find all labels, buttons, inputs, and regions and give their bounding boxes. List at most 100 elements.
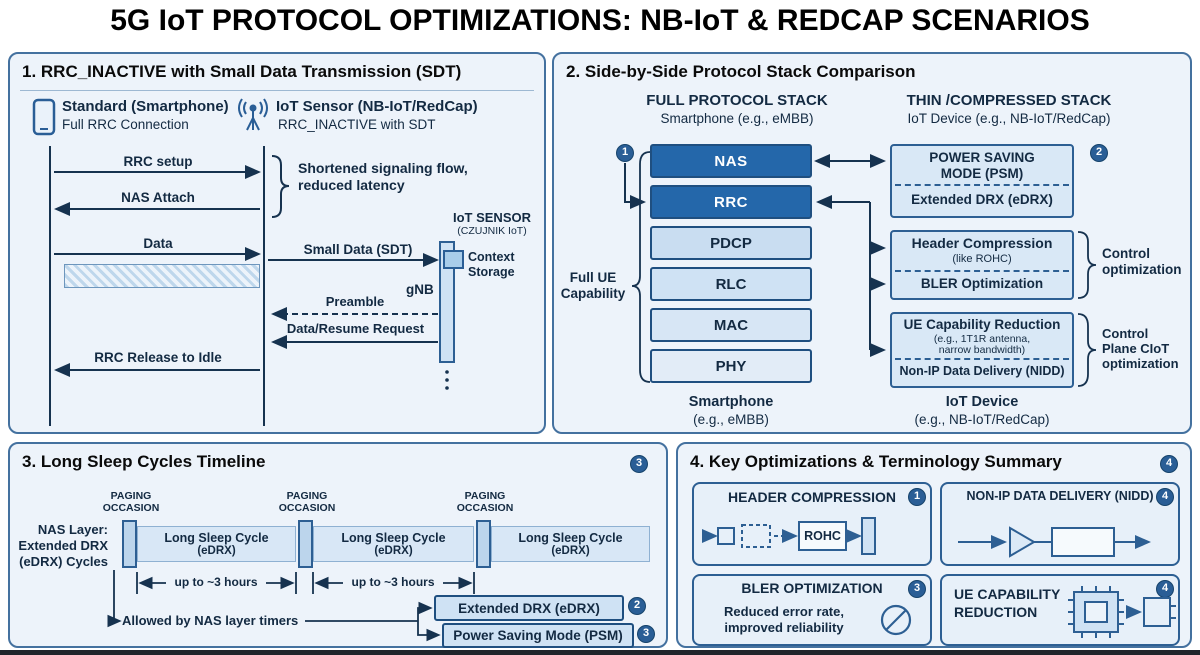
group-divider [895,184,1069,186]
left-actor-subtitle: Full RRC Connection [62,117,189,132]
sleep-cycle-line2: (eDRX) [374,545,413,557]
sleep-cycle-line1: Long Sleep Cycle [518,531,623,545]
nidd-card: NON-IP DATA DELIVERY (NIDD) 4 [940,482,1180,566]
header-bler-group: Header Compression (like ROHC) BLER Opti… [890,230,1074,300]
sleep-cycle-line1: Long Sleep Cycle [164,531,269,545]
nas-layer-line2: Extended DRX [18,538,108,553]
nas-layer-line3: (eDRX) Cycles [19,554,108,569]
ciot-line1: Control [1102,326,1149,341]
right-actor-title: IoT Sensor (NB-IoT/RedCap) [276,98,478,115]
annotation-line2: reduced latency [298,177,405,193]
panel-sdt-sequence: 1. RRC_INACTIVE with Small Data Transmis… [8,52,546,434]
iot-sensor-label: IoT SENSOR [452,210,531,225]
thin-stack-subheader: IoT Device (e.g., NB-IoT/RedCap) [907,111,1111,126]
badge-1: 1 [616,144,634,162]
stack-connectors-layer [624,151,1097,387]
full-ue-capability-line1: Full UE [569,270,617,285]
psm-edrx-group: POWER SAVING MODE (PSM) Extended DRX (eD… [890,144,1074,218]
page-title: 5G IoT PROTOCOL OPTIMIZATIONS: NB-IoT & … [110,4,1090,37]
panel3-title: 3. Long Sleep Cycles Timeline [22,452,266,471]
stack-layer-rlc: RLC [650,267,812,301]
bler-line1: Reduced error rate, [724,604,844,619]
bler-card: BLER OPTIMIZATION 3 Reduced error rate, … [692,574,932,646]
paging-occasion-label: OCCASION [456,502,514,514]
header-compression-title: HEADER COMPRESSION [727,489,897,505]
header-compression-line2: (like ROHC) [952,253,1012,265]
rohc-label: ROHC [804,529,841,543]
panel4-title: 4. Key Optimizations & Terminology Summa… [690,452,1062,471]
ue-cap-title-line2: REDUCTION [954,604,1038,620]
control-opt-line2: optimization [1102,262,1182,277]
badge-3: 3 [630,455,648,473]
stack-layer-pdcp: PDCP [650,226,812,260]
bottom-smartphone-title: Smartphone [688,394,774,410]
panel-stack-comparison: 2. Side-by-Side Protocol Stack Compariso… [552,52,1192,434]
paging-occasion-marker [298,520,313,568]
panel2-title: 2. Side-by-Side Protocol Stack Compariso… [566,62,916,81]
panel-sleep-timeline: 3. Long Sleep Cycles Timeline 3 N [8,442,668,648]
paging-occasion-label: PAGING [110,490,152,502]
badge-1-card: 1 [908,488,926,506]
rohc-diagram [702,517,876,555]
sleep-cycle-box: Long Sleep Cycle (eDRX) [491,526,650,562]
full-ue-capability-line2: Capability [560,286,626,301]
paging-occasion-label: PAGING [286,490,328,502]
nidd-title: NON-IP DATA DELIVERY (NIDD) [966,489,1154,503]
uecap-nidd-group: UE Capability Reduction (e.g., 1T1R ante… [890,312,1074,388]
badge-3-card: 3 [908,580,926,598]
paging-occasion-marker [476,520,491,568]
full-stack-header: FULL PROTOCOL STACK [646,92,828,109]
msg-rrc-release: RRC Release to Idle [94,350,222,365]
stack-layer-rrc: RRC [650,185,812,219]
psm-summary-box: Power Saving Mode (PSM) [442,623,634,648]
paging-occasion-label: OCCASION [278,502,336,514]
ciot-line2: Plane CIoT [1102,341,1170,356]
resume-request-label: Data/Resume Request [286,321,425,336]
panel1-title-divider [20,90,534,91]
ue-cap-line1: UE Capability Reduction [903,317,1061,332]
preamble-label: Preamble [325,294,385,309]
small-data-label: Small Data (SDT) [303,242,413,257]
nidd-diagram [958,526,1151,558]
paging-occasion-marker [122,520,137,568]
bler-title: BLER OPTIMIZATION [741,580,883,596]
stack-layer-nas: NAS [650,144,812,178]
group-divider [895,358,1069,360]
sleep-cycle-box: Long Sleep Cycle (eDRX) [313,526,474,562]
bottom-iot-sub: (e.g., NB-IoT/RedCap) [914,412,1050,427]
sleep-cycle-box: Long Sleep Cycle (eDRX) [137,526,296,562]
msg-data: Data [143,236,173,251]
bler-line2: improved reliability [724,620,844,635]
header-compression-card: HEADER COMPRESSION 1 [692,482,932,566]
control-opt-line1: Control [1102,246,1150,261]
left-actor-title: Standard (Smartphone) [62,98,229,115]
data-transfer-hatched-bar [64,264,260,288]
radio-antenna-icon [238,98,268,131]
duration-label: up to ~3 hours [166,575,266,589]
msg-rrc-setup: RRC setup [123,154,193,169]
context-storage-line1: Context [468,250,515,264]
stack-layer-mac: MAC [650,308,812,342]
bottom-edge-bar [0,650,1200,655]
bler-optimization-label: BLER Optimization [920,276,1044,291]
chip-reduction-icon [1068,586,1176,638]
badge-2-edrx: 2 [628,597,646,615]
psm-line1: POWER SAVING [929,150,1035,165]
full-stack-subheader: Smartphone (e.g., eMBB) [660,111,814,126]
edrx-summary-box: Extended DRX (eDRX) [434,595,624,621]
annotation-line1: Shortened signaling flow, [298,160,468,176]
badge-3-psm: 3 [637,625,655,643]
paging-occasion-label: PAGING [464,490,506,502]
stack-layer-phy: PHY [650,349,812,383]
paging-occasion-label: OCCASION [102,502,160,514]
badge-4: 4 [1160,455,1178,473]
thin-stack-header: THIN /COMPRESSED STACK [906,92,1112,109]
sleep-cycle-line2: (eDRX) [197,545,236,557]
iot-sensor-sublabel: (CZUJNIK IoT) [457,225,527,237]
badge-4-card: 4 [1156,580,1174,598]
nidd-label: Non-IP Data Delivery (NIDD) [899,364,1065,378]
edrx-label: Extended DRX (eDRX) [911,192,1053,207]
sleep-cycle-line2: (eDRX) [551,545,590,557]
right-actor-subtitle: RRC_INACTIVE with SDT [278,117,436,132]
